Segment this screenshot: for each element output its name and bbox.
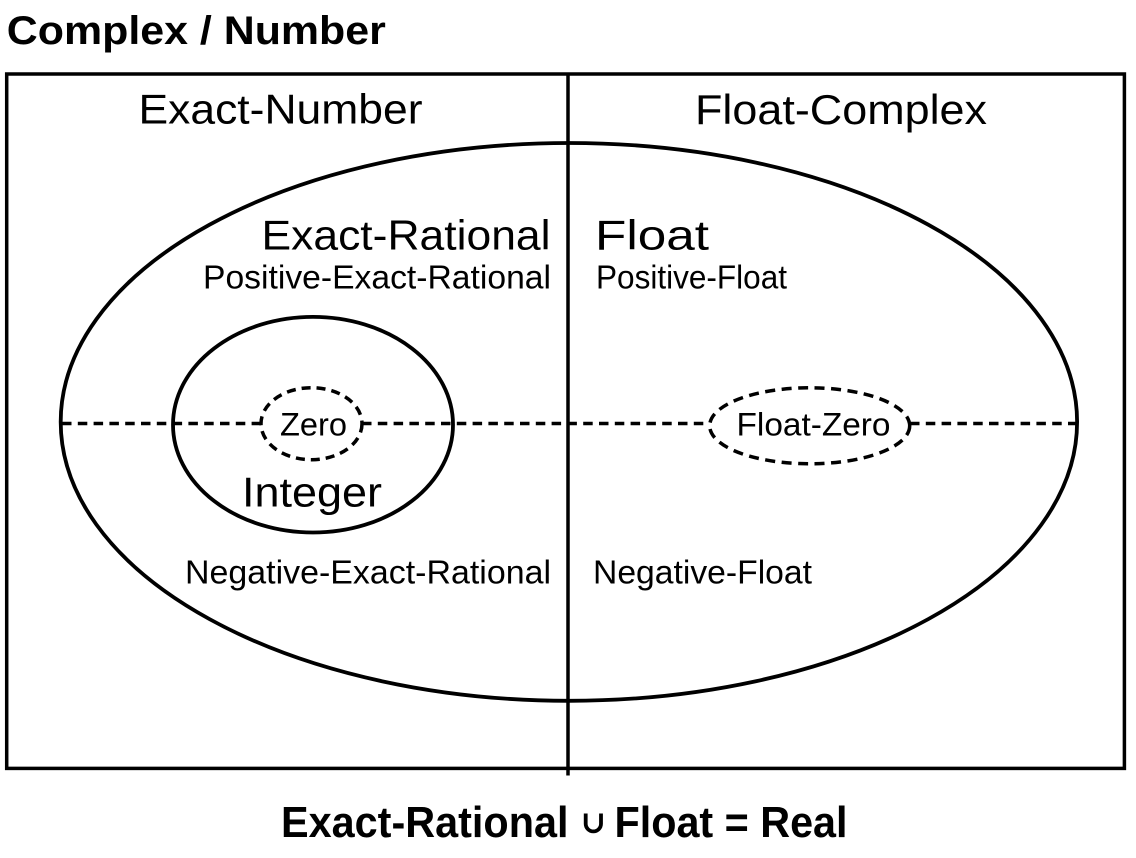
svg-text:Positive-Exact-Rational: Positive-Exact-Rational: [203, 258, 551, 295]
svg-text:Complex / Number: Complex / Number: [7, 9, 386, 53]
svg-text:Exact-Rational: Exact-Rational: [262, 212, 551, 259]
svg-text:Negative-Float: Negative-Float: [593, 554, 812, 591]
svg-text:Float-Complex: Float-Complex: [695, 86, 987, 133]
svg-text:Float-Zero: Float-Zero: [737, 407, 891, 443]
svg-text:Exact-Number: Exact-Number: [139, 86, 423, 133]
svg-text:Zero: Zero: [280, 407, 347, 443]
svg-text:Negative-Exact-Rational: Negative-Exact-Rational: [185, 554, 551, 591]
svg-text:Integer: Integer: [242, 469, 382, 516]
svg-text:Float = Real: Float = Real: [615, 798, 848, 847]
svg-text:Float: Float: [595, 212, 709, 259]
svg-text:Positive-Float: Positive-Float: [596, 258, 787, 295]
svg-text:Exact-Rational: Exact-Rational: [281, 798, 569, 847]
